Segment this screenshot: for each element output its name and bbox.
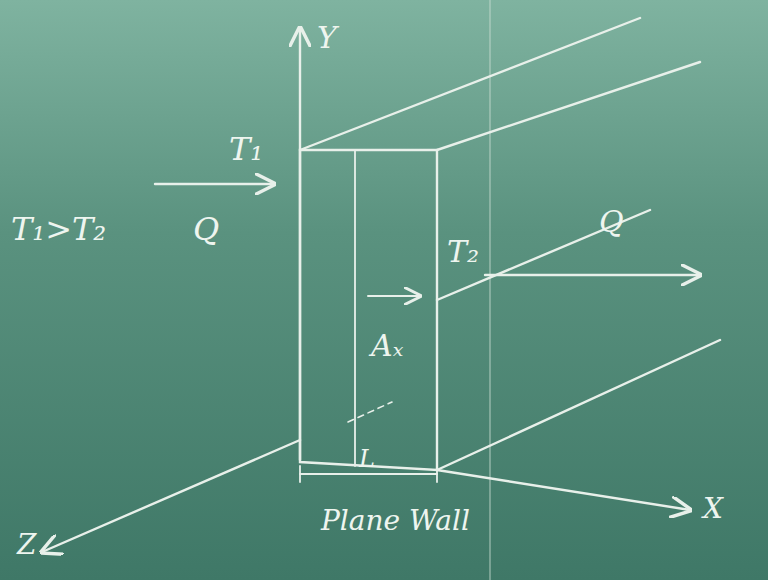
dash-line: [348, 402, 392, 422]
dimension-tick: [436, 466, 438, 482]
perspective-line: [300, 18, 640, 150]
area-label: Aₓ: [368, 330, 406, 362]
temperature-relation: T₁>T₂: [8, 212, 109, 246]
x-axis: [437, 470, 690, 510]
axis-label: X: [700, 494, 726, 524]
axis-label: Z: [14, 530, 39, 560]
perspective-line: [437, 62, 700, 150]
wall-face: [300, 150, 437, 470]
heat-flow-arrow: [485, 274, 700, 276]
perspective-line: [437, 340, 720, 470]
axis-label: Y: [314, 22, 340, 54]
chalk-lines: [42, 0, 720, 580]
z-axis: [42, 440, 300, 552]
heat-flow-arrow: [155, 183, 274, 185]
dimension-tick: [299, 466, 301, 482]
temperature-label: T₂: [444, 236, 482, 268]
dimension-line: [300, 473, 437, 475]
heat-flow-label: Q: [190, 212, 222, 246]
dimension-label: L: [356, 446, 378, 472]
caption-label: Plane Wall: [318, 506, 473, 536]
guide-line: [489, 0, 490, 580]
area-arrow: [368, 295, 420, 297]
temperature-label: T₁: [226, 132, 266, 166]
wall-slice: [354, 150, 356, 466]
heat-flow-label: Q: [596, 206, 627, 238]
